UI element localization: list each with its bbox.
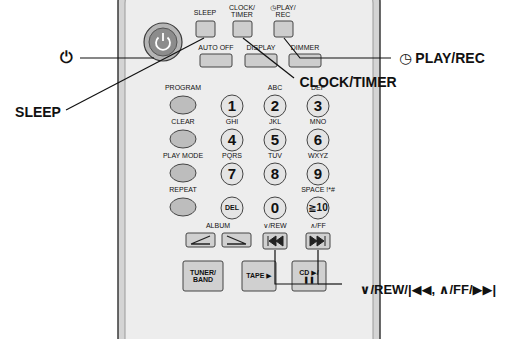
button-label: AUTO OFF	[198, 44, 233, 51]
button-label: MNO	[310, 118, 326, 125]
button-label: DEF	[311, 84, 325, 91]
button-label: SPACE !*#	[301, 186, 335, 193]
button-label: PQRS	[222, 152, 242, 159]
button-label: ≧10	[308, 203, 328, 214]
button-label: DISPLAY	[246, 44, 275, 51]
button-label: REPEAT	[169, 186, 197, 193]
button-label: 2	[271, 98, 279, 114]
button-label: PROGRAM	[165, 84, 201, 91]
button-label: JKL	[269, 118, 281, 125]
button-label: 3	[314, 98, 322, 114]
button-label: TUNER/ BAND	[185, 269, 221, 284]
button-label: 8	[271, 166, 279, 182]
button-label: TUV	[268, 152, 282, 159]
button-label: DIMMER	[291, 44, 319, 51]
button-label: SLEEP	[194, 9, 217, 16]
button-label: CD ▶/❚❚	[294, 269, 324, 284]
callout-label: ◷ PLAY/REC	[399, 51, 485, 66]
button-label: ∧/FF	[310, 222, 326, 229]
button-label: 1	[228, 98, 236, 114]
button-label: 9	[314, 166, 322, 182]
button-label: DEL	[225, 204, 239, 211]
button-label: TAPE ▶	[244, 272, 274, 279]
button-label: CLEAR	[171, 118, 194, 125]
button-label: GHI	[226, 118, 238, 125]
button-label: ABC	[268, 84, 282, 91]
button-label: ∨/REW	[263, 222, 286, 229]
button-label: ◷PLAY/ REC	[267, 4, 299, 19]
button-label: PLAY MODE	[163, 152, 203, 159]
callout-label: ∨/REW/|◀◀, ∧/FF/▶▶|	[360, 283, 496, 297]
button-label: 5	[271, 132, 279, 148]
button-label: WXYZ	[308, 152, 328, 159]
button-label: 0	[271, 200, 279, 216]
button-label: 7	[228, 166, 236, 182]
callout-label: SLEEP	[15, 105, 61, 120]
button-label: 6	[314, 132, 322, 148]
button-label: 4	[228, 132, 236, 148]
callout-symbol: ⏻	[60, 50, 73, 67]
button-label: ALBUM	[206, 222, 230, 229]
button-label: CLOCK/ TIMER	[227, 4, 257, 19]
